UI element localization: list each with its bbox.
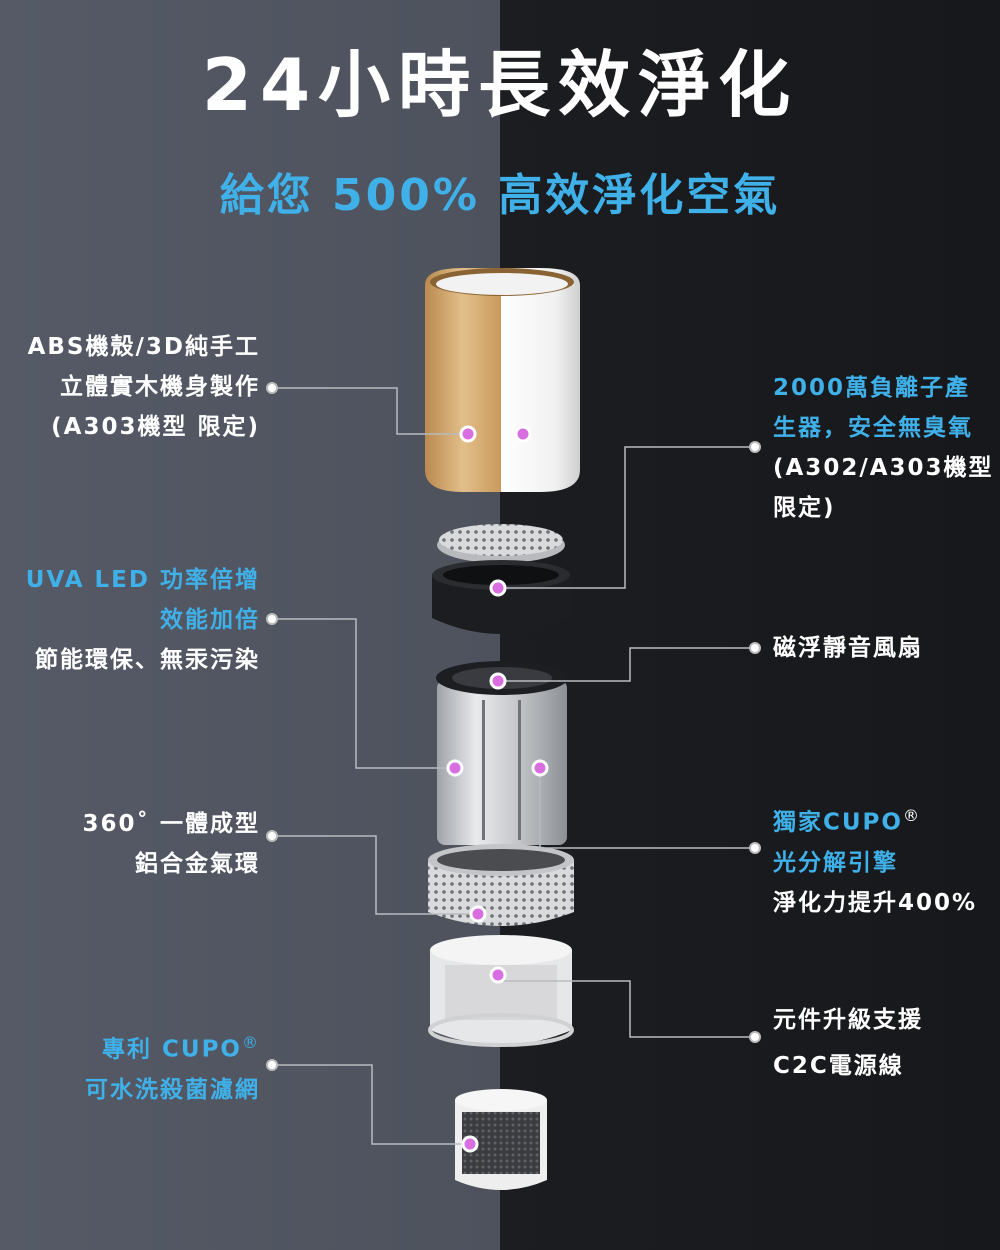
label-maglev-fan: 磁浮靜音風扇 <box>773 628 923 668</box>
label-line: (A303機型 限定) <box>51 414 260 440</box>
white-frame <box>428 935 574 1047</box>
label-cupo-filter: 專利 CUPO® 可水洗殺菌濾網 <box>85 1023 260 1110</box>
label-ion-generator: 2000萬負離子產 生器，安全無臭氧 (A302/A303機型 限定) <box>773 368 994 528</box>
registered-mark: ® <box>242 1033 260 1052</box>
grille-disk <box>437 524 565 563</box>
label-line: 限定) <box>773 495 836 521</box>
label-line: 獨家CUPO <box>773 809 903 836</box>
label-line: 生器，安全無臭氧 <box>773 415 973 441</box>
label-line: 節能環保、無汞污染 <box>35 647 260 673</box>
leader-lines <box>272 387 755 1145</box>
label-line: 立體實木機身製作 <box>60 374 260 400</box>
label-line: 淨化力提升400% <box>773 889 978 916</box>
label-abs-shell: ABS機殼/3D純手工 立體實木機身製作 (A303機型 限定) <box>28 327 260 447</box>
page-title: 24小時長效淨化 <box>201 43 799 127</box>
label-line: 鋁合金氣環 <box>135 851 260 877</box>
perforated-ring <box>428 844 574 926</box>
label-c2c-power: 元件升級支援 C2C電源線 <box>773 1000 923 1086</box>
label-aluminium-ring: 360˚ 一體成型 鋁合金氣環 <box>82 804 260 884</box>
label-cupo-engine: 獨家CUPO® 光分解引擎 淨化力提升400% <box>773 796 977 923</box>
label-line: 效能加倍 <box>160 607 260 633</box>
registered-mark: ® <box>902 806 921 825</box>
aluminium-body <box>436 661 568 845</box>
label-line: UVA LED 功率倍增 <box>25 567 260 593</box>
label-line: 專利 CUPO <box>102 1036 242 1063</box>
label-line: 2000萬負離子產 <box>773 375 971 401</box>
component-markers <box>446 425 549 1153</box>
label-line: ABS機殼/3D純手工 <box>27 334 260 360</box>
label-line: (A302/A303機型 <box>773 455 994 481</box>
label-line: 光分解引擎 <box>773 849 898 876</box>
page-subtitle: 給您 500% 高效淨化空氣 <box>219 170 781 221</box>
label-end-dots <box>266 382 761 1071</box>
label-uva-led: UVA LED 功率倍增 效能加倍 節能環保、無汞污染 <box>26 560 260 680</box>
label-line: 元件升級支援 <box>773 1007 923 1033</box>
label-line: 可水洗殺菌濾網 <box>85 1076 260 1103</box>
filter-cartridge <box>455 1089 547 1190</box>
top-shell <box>425 268 580 492</box>
label-line: 360˚ 一體成型 <box>82 811 260 837</box>
ion-generator-ring <box>432 560 570 634</box>
label-line: 磁浮靜音風扇 <box>773 635 923 661</box>
label-line: C2C電源線 <box>773 1053 904 1079</box>
